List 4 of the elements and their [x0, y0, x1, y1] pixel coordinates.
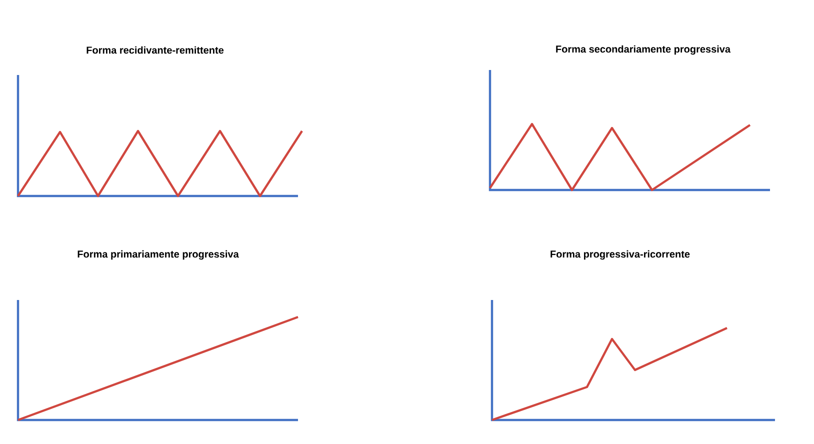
chart-title: Forma recidivante-remittente [86, 46, 224, 54]
chart-title: Forma progressiva-ricorrente [550, 250, 690, 260]
chart-title: Forma secondariamente progressiva [556, 45, 731, 55]
chart-title: Forma primariamente progressiva [78, 250, 239, 260]
